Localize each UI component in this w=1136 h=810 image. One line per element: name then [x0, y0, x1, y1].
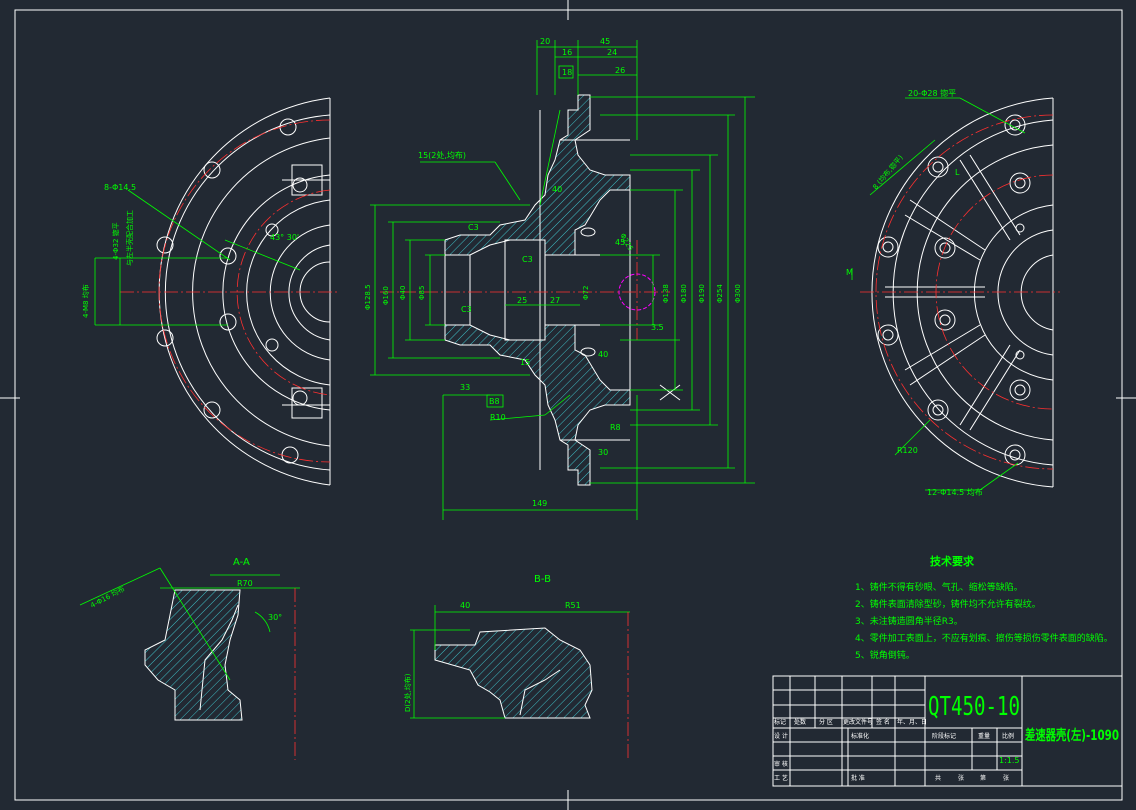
- tb-sheet-1: 共: [935, 774, 941, 782]
- tb-zone: 分 区: [819, 718, 833, 726]
- part-name-label: 差速器壳(左)-1090: [1025, 727, 1119, 744]
- dia-254: Φ254: [716, 284, 724, 303]
- dim-27: 27: [550, 296, 560, 305]
- section-aa-r70: R70: [237, 579, 253, 588]
- dia-300: Φ300: [734, 284, 742, 303]
- section-lower: [444, 324, 631, 486]
- tb-designer: 设 计: [774, 732, 788, 740]
- section-bb-callout: D(2处,均布): [403, 673, 412, 712]
- section-bb: B-B 40 R51 D(2处,均布): [403, 574, 630, 760]
- tb-sign: 签 名: [876, 718, 890, 726]
- tb-sheet-2: 张: [958, 774, 964, 782]
- tb-sheet-3: 第: [980, 774, 986, 782]
- tb-count: 处数: [794, 718, 806, 726]
- tech-title: 技术要求: [930, 554, 975, 568]
- dim-33: 33: [460, 383, 470, 392]
- dia-128-5: Φ128.5: [364, 284, 372, 310]
- tech-item-2: 2、铸件表面清除型砂，铸件均不允许有裂纹。: [855, 598, 1041, 610]
- dim-r8: R8: [610, 423, 621, 432]
- dia-180: Φ180: [680, 284, 688, 303]
- dia-138: Φ138: [662, 284, 670, 303]
- tech-item-3: 3、未注铸造圆角半径R3。: [855, 615, 963, 627]
- tb-ratio: 比例: [1002, 732, 1014, 740]
- tb-mark: 标记: [774, 718, 786, 726]
- dim-3-5: 3.5: [651, 323, 664, 332]
- left-side-callout: 4-M8 均布: [81, 284, 90, 318]
- dia-190: Φ190: [698, 284, 706, 303]
- tb-process: 工 艺: [774, 774, 788, 782]
- tb-weight: 重量: [978, 732, 990, 740]
- tb-scale: 1:1.5: [999, 756, 1020, 765]
- dim-45-a: 45: [615, 238, 625, 247]
- dim-20: 20: [540, 37, 550, 46]
- tech-item-4: 4、零件加工表面上，不应有划痕、擦伤等损伤零件表面的缺陷。: [855, 632, 1113, 644]
- right-r-callout: R120: [897, 446, 918, 455]
- section-aa-title: A-A: [233, 557, 250, 568]
- tb-standard: 标准化: [851, 732, 869, 740]
- tb-checker: 审 核: [774, 760, 788, 768]
- dim-40-b: 40: [552, 185, 562, 194]
- right-label-l: L: [955, 168, 960, 177]
- dim-25: 25: [517, 296, 527, 305]
- section-upper: [444, 94, 631, 256]
- section-bb-r51: R51: [565, 601, 581, 610]
- left-view: 8-Φ14.5 4-Φ32 锪平 与左半壳配合加工 43° 30' 4-M8 均…: [81, 97, 340, 486]
- tb-approve: 批 准: [851, 774, 865, 782]
- left-thread-note: 与左半壳配合加工: [125, 210, 134, 266]
- material-label: QT450-10: [928, 692, 1020, 722]
- right-side-callout: 8 (均布,锪平): [871, 153, 905, 191]
- tb-change: 更改文件号: [843, 718, 873, 726]
- title-block: QT450-10 差速器壳(左)-1090 标记 处数 分 区 更改文件号 签 …: [772, 675, 1123, 787]
- section-aa-angle: 30°: [268, 613, 282, 622]
- left-holes-callout: 8-Φ14.5: [104, 183, 136, 192]
- tag-18: 18: [562, 68, 572, 77]
- dim-30: 30: [598, 448, 608, 457]
- dim-149: 149: [532, 499, 547, 508]
- callout-15: 15(2处,均布): [418, 150, 466, 160]
- section-bb-dim40: 40: [460, 601, 470, 610]
- tech-requirements: 技术要求 1、铸件不得有砂眼、气孔、缩松等缺陷。 2、铸件表面清除型砂，铸件均不…: [855, 554, 1113, 661]
- right-label-m: M: [846, 268, 853, 277]
- right-holes-callout: 12-Φ14.5 均布: [927, 487, 983, 497]
- dia-72: Φ72: [582, 286, 590, 300]
- dim-16: 16: [562, 48, 572, 57]
- section-aa: A-A R70 30° 4-Φ16 均布: [79, 557, 300, 760]
- section-bb-title: B-B: [534, 574, 551, 585]
- tech-item-5: 5、锐角倒钝。: [855, 649, 915, 661]
- dim-26: 26: [615, 66, 625, 75]
- dim-15-a: 15: [520, 358, 530, 367]
- dim-24: 24: [607, 48, 617, 57]
- right-top-callout: 20-Φ28 锪平: [908, 88, 956, 98]
- tb-stage: 阶段标记: [932, 732, 956, 740]
- left-angle: 43° 30': [270, 233, 299, 242]
- tb-date: 年、月、日: [897, 718, 927, 726]
- tech-item-1: 1、铸件不得有砂眼、气孔、缩松等缺陷。: [855, 581, 1023, 593]
- dia-40: Φ40: [399, 286, 407, 300]
- chamfer-c3-a: C3: [522, 255, 533, 264]
- dia-85: Φ85: [418, 286, 426, 300]
- right-view: 20-Φ28 锪平 8 (均布,锪平) R120 12-Φ14.5 均布 L M: [846, 88, 1060, 497]
- chamfer-c3-c: C3: [468, 223, 479, 232]
- chamfer-c3-b: C3: [461, 305, 472, 314]
- dim-r10: R10: [490, 413, 506, 422]
- section-aa-callout: 4-Φ16 均布: [89, 584, 126, 610]
- left-thread-callout: 4-Φ32 锪平: [111, 222, 120, 260]
- dia-160: Φ160: [382, 286, 390, 305]
- dim-40-a: 40: [598, 350, 608, 359]
- tb-sheet-4: 张: [1003, 774, 1009, 782]
- front-view: 20 45 16 24 26 18 15(2处,均布) B8 149 33 25…: [364, 37, 755, 520]
- tag-b8: B8: [489, 397, 500, 406]
- dim-45: 45: [600, 37, 610, 46]
